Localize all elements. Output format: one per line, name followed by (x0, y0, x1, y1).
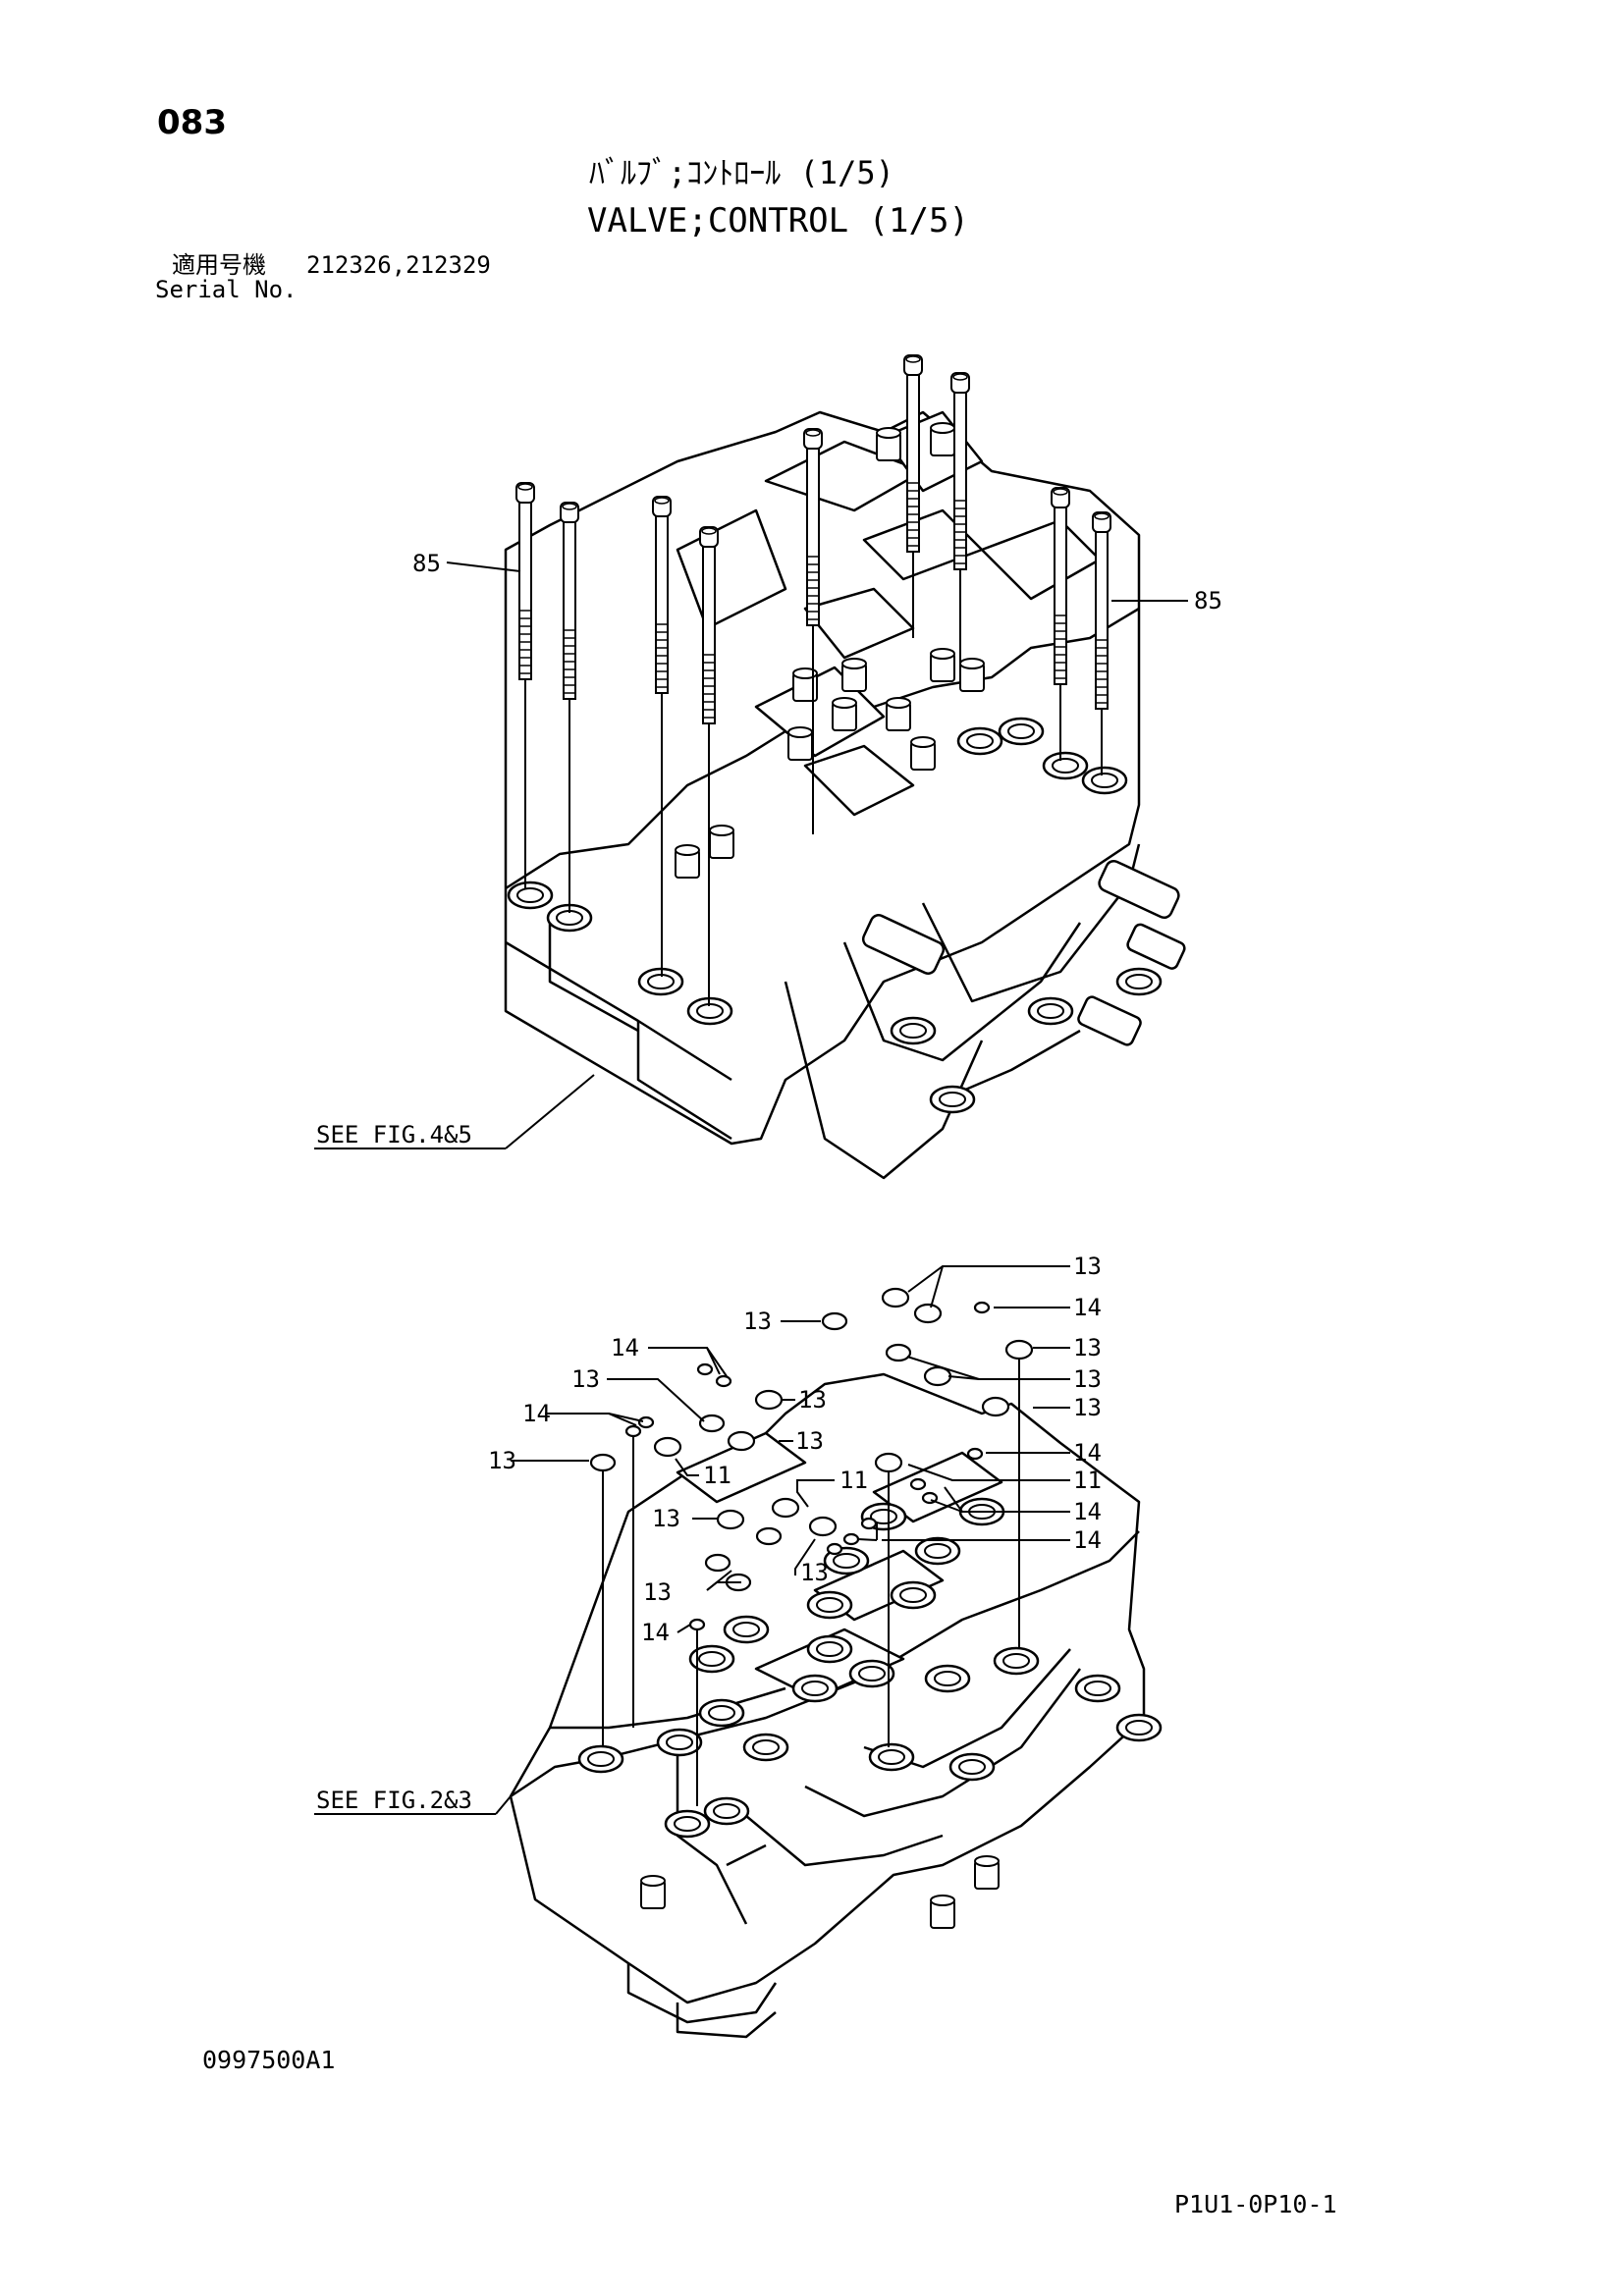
see-fig-4-5-callout: SEE FIG.4&5 (314, 1074, 595, 1149)
page-title-japanese: ﾊﾞﾙﾌﾞ;ｺﾝﾄﾛｰﾙ (1/5) (589, 154, 894, 191)
svg-text:85: 85 (1194, 587, 1222, 614)
figure-code: 0997500A1 (202, 2046, 336, 2074)
callout-13: 13 (643, 1578, 672, 1606)
page-number: 083 (157, 103, 227, 142)
bolt-axis-lines (524, 552, 1103, 1006)
bolt (803, 428, 823, 626)
callout-13: 13 (798, 1386, 827, 1414)
bolt (903, 354, 923, 553)
callout-14: 14 (1073, 1294, 1102, 1321)
callout-13: 13 (488, 1447, 516, 1474)
callout-13: 13 (743, 1308, 772, 1335)
upper-valve-body (504, 410, 1141, 1180)
see-fig-2-3-callout: SEE FIG.2&3 (316, 1787, 472, 1814)
callout-85-left: 85 (412, 550, 521, 577)
callout-13: 13 (795, 1427, 824, 1455)
callout-11: 11 (839, 1467, 868, 1494)
page-title-english: VALVE;CONTROL (1/5) (587, 201, 969, 240)
callout-13: 13 (1073, 1334, 1102, 1362)
serial-label-japanese: 適用号機 (172, 251, 266, 279)
bolt (560, 502, 579, 700)
callout-14: 14 (522, 1400, 551, 1427)
callout-85-right: 85 (1111, 587, 1222, 614)
callout-13: 13 (1073, 1253, 1102, 1280)
bolt (699, 526, 719, 724)
serial-numbers: 212326,212329 (306, 251, 491, 279)
callout-13: 13 (1073, 1394, 1102, 1421)
bolt (652, 496, 672, 694)
callout-11: 11 (703, 1462, 731, 1489)
callout-13: 13 (652, 1505, 680, 1532)
o-ring-axis-lines (602, 1359, 1020, 1806)
callout-14: 14 (1073, 1526, 1102, 1554)
callout-numbers: 13 14 13 13 13 14 13 13 13 14 13 11 13 1… (316, 1253, 1102, 1814)
callout-leaders (314, 1265, 1070, 1815)
bolt (1051, 487, 1070, 685)
serial-label-english: Serial No. (155, 276, 298, 303)
lower-valve-body (509, 1372, 1146, 2039)
callout-13: 13 (800, 1559, 829, 1586)
callout-13: 13 (1073, 1365, 1102, 1393)
callout-11: 11 (1073, 1467, 1102, 1494)
callout-14: 14 (1073, 1439, 1102, 1467)
bolt (950, 372, 970, 570)
callout-14: 14 (1073, 1498, 1102, 1525)
callout-14: 14 (611, 1334, 639, 1362)
callout-14: 14 (641, 1619, 670, 1646)
svg-text:85: 85 (412, 550, 441, 577)
upper-spool-fittings (861, 859, 1186, 1046)
callout-13: 13 (571, 1365, 600, 1393)
bolt (515, 482, 535, 680)
svg-text:SEE FIG.4&5: SEE FIG.4&5 (316, 1121, 472, 1148)
bolt (1092, 511, 1111, 710)
sheet-code: P1U1-0P10-1 (1174, 2190, 1337, 2218)
